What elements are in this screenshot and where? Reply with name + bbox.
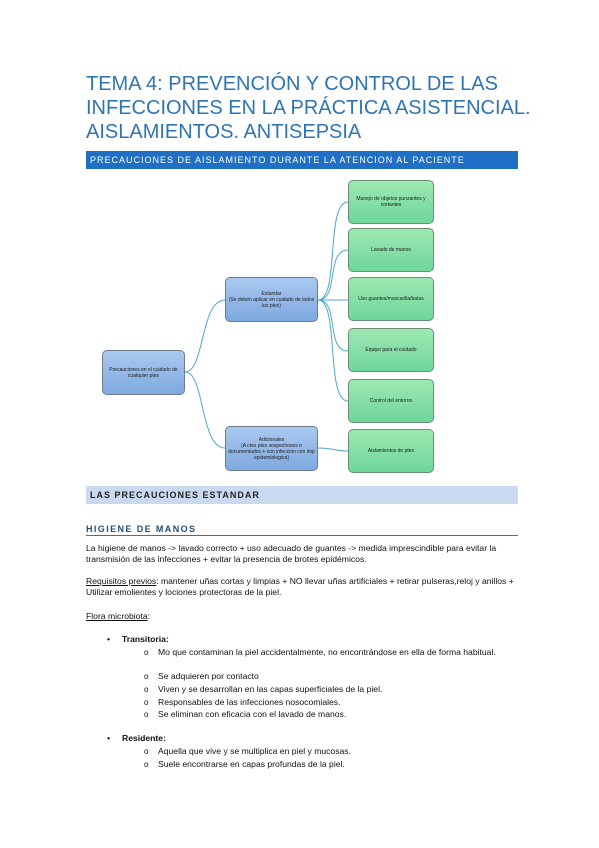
connector-standard-item-1 [317, 201, 349, 301]
diagram-node-environment: Control del entorno [348, 379, 434, 423]
list-item-residente: Residente: [107, 733, 166, 744]
requirements-text: : mantener uñas cortas y limpias + NO ll… [86, 576, 514, 597]
diagram-node-ppe: Uso guantes/mascarilla/batas [348, 277, 434, 321]
diagram-node-care-equipment: Equipo para el cuidado [348, 328, 434, 372]
list-item: Se adquieren por contacto [144, 671, 498, 682]
paragraph-requirements: Requisitos previos: mantener uñas cortas… [86, 576, 518, 598]
subsection-divider [86, 535, 518, 536]
list-item-transitoria: Transitoria: [107, 634, 169, 645]
page-title: TEMA 4: PREVENCIÓN Y CONTROL DE LAS INFE… [86, 72, 531, 144]
connector-standard-item-5 [317, 299, 349, 402]
requirements-label: Requisitos previos [86, 576, 157, 586]
diagram-node-standard: Estandar (Se deben aplicar en cuidado de… [225, 277, 318, 322]
diagram-node-root: Precauciones en el cuidado de cualquier … [102, 350, 185, 395]
paragraph-hand-hygiene: La higiene de manos -> lavado correcto +… [86, 543, 497, 564]
list-item: Responsables de las infecciones nosocomi… [144, 697, 498, 708]
title-line-3: AISLAMIENTOS. ANTISEPSIA [86, 121, 362, 143]
list-item: Mo que contaminan la piel accidentalment… [144, 647, 498, 658]
title-line-1: TEMA 4: PREVENCIÓN Y CONTROL DE LAS [86, 73, 498, 95]
connector-standard-item-2 [317, 249, 349, 301]
connector-additional-item-1 [317, 447, 349, 452]
connector-root-additional [184, 371, 226, 449]
connector-root-standard [184, 299, 226, 373]
flora-label: Flora microbiota [86, 611, 148, 621]
diagram-node-sharps: Manejo de objetos punzantes y cortantes [348, 180, 434, 224]
section-heading-standard: LAS PRECAUCIONES ESTANDAR [86, 486, 518, 504]
list-item: Aquella que vive y se multiplica en piel… [144, 746, 498, 757]
list-item: Viven y se desarrollan en las capas supe… [144, 684, 498, 695]
diagram-node-handwashing: Lavado de manos [348, 228, 434, 272]
diagram-node-additional: Adicionales (A ctes ptes sospechosos o d… [225, 426, 318, 471]
list-item: Suele encontrarse en capas profundas de … [144, 759, 498, 770]
connector-standard-item-4 [317, 299, 349, 352]
title-line-2: INFECCIONES EN LA PRÁCTICA ASISTENCIAL. [86, 97, 531, 119]
subsection-heading-hand-hygiene: HIGIENE DE MANOS [86, 524, 197, 534]
list-item: Se eliminan con eficacia con el lavado d… [144, 709, 498, 720]
diagram-node-isolation: Aislamientos de ptes [348, 429, 434, 473]
section-heading-isolation: PRECAUCIONES DE AISLAMIENTO DURANTE LA A… [86, 151, 518, 169]
paragraph-flora: Flora microbiota: [86, 611, 150, 621]
